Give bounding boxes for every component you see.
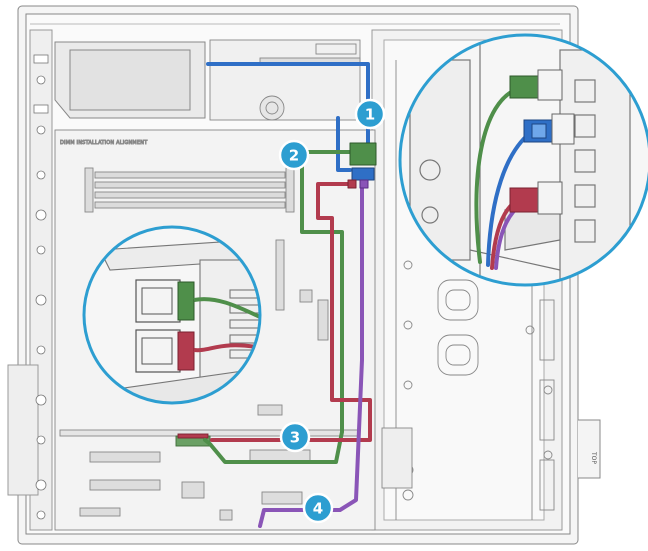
- dimm-slots: [84, 167, 295, 213]
- io-bracket: [7, 364, 39, 496]
- power-supply: [54, 41, 206, 119]
- green-cable: [203, 150, 352, 464]
- board-port-red: [135, 329, 195, 373]
- dimm-alignment-label: DIMM INSTALLATION ALIGNMENT: [60, 140, 148, 146]
- drive-connector-green: [509, 69, 563, 101]
- callout-label-3: 3: [290, 429, 300, 447]
- callout-label-4: 4: [313, 500, 323, 518]
- callout-label-2: 2: [289, 147, 299, 165]
- callout-badge-1: 1: [354, 98, 386, 130]
- drive-connector-red: [509, 181, 563, 215]
- drive-cage-details: [381, 60, 555, 520]
- zoom-ring-left: [82, 225, 262, 405]
- top-orientation-label: TOP: [590, 451, 597, 464]
- zoom-ring-right: [398, 33, 648, 287]
- top-bracket: [209, 39, 361, 121]
- callout-label-1: 1: [365, 106, 375, 124]
- rail-holes: [33, 54, 49, 520]
- callout-badge-2: 2: [278, 139, 310, 171]
- purple-cable: [258, 184, 364, 528]
- cables: [203, 62, 377, 528]
- callout-badge-4: 4: [302, 492, 334, 524]
- connector-block-green: [349, 142, 377, 166]
- board-port-green: [135, 279, 195, 323]
- red-cable: [210, 182, 372, 442]
- drive-connector-blue: [523, 113, 575, 145]
- zoom-callout-drive-cage: [398, 33, 648, 287]
- callout-badge-3: 3: [279, 421, 311, 453]
- connector-block-blue: [351, 167, 375, 181]
